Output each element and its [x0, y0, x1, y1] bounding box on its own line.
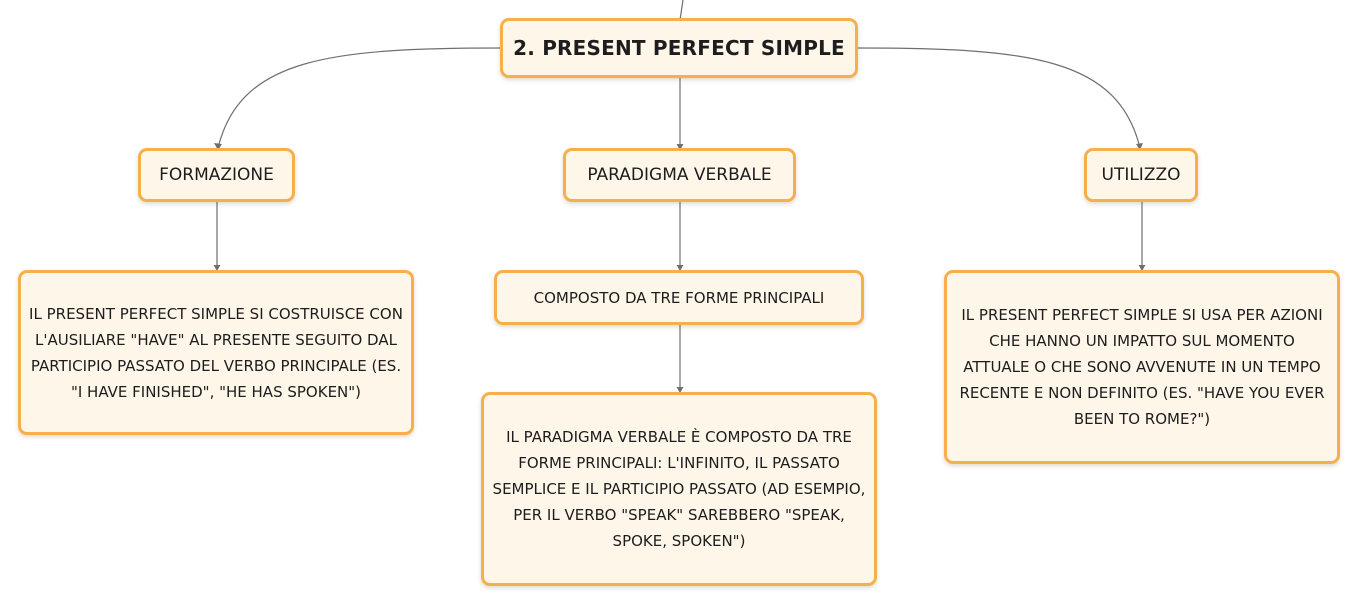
detail-node-formazione[interactable]: IL PRESENT PERFECT SIMPLE SI COSTRUISCE … [18, 270, 414, 435]
detail-text-paradigma: IL PARADIGMA VERBALE È COMPOSTO DA TRE F… [492, 428, 866, 550]
arrowhead-paradigma-sub [676, 265, 684, 271]
connector-root-utilizzo [857, 47, 1141, 149]
connector-incoming [679, 0, 684, 21]
arrowhead-formazione-detail [213, 265, 221, 271]
topic-node-utilizzo[interactable]: UTILIZZO [1084, 148, 1198, 202]
arrowhead-utilizzo-detail [1138, 265, 1146, 271]
detail-text-utilizzo: IL PRESENT PERFECT SIMPLE SI USA PER AZI… [959, 306, 1325, 428]
topic-label-paradigma-verbale: PARADIGMA VERBALE [587, 165, 772, 185]
detail-node-utilizzo[interactable]: IL PRESENT PERFECT SIMPLE SI USA PER AZI… [944, 270, 1340, 464]
detail-text-formazione: IL PRESENT PERFECT SIMPLE SI COSTRUISCE … [29, 304, 403, 401]
subtopic-node-composto[interactable]: COMPOSTO DA TRE FORME PRINCIPALI [494, 270, 864, 325]
connector-root-formazione [217, 47, 503, 149]
detail-node-paradigma[interactable]: IL PARADIGMA VERBALE È COMPOSTO DA TRE F… [481, 392, 877, 586]
arrowhead-paradigma [676, 144, 684, 150]
topic-node-paradigma-verbale[interactable]: PARADIGMA VERBALE [563, 148, 796, 202]
root-node[interactable]: 2. PRESENT PERFECT SIMPLE [500, 18, 858, 78]
arrowhead-formazione [214, 143, 222, 150]
topic-node-formazione[interactable]: FORMAZIONE [138, 148, 295, 202]
arrowhead-sub-detail [676, 387, 684, 393]
arrowhead-utilizzo [1136, 143, 1143, 150]
subtopic-label-composto: COMPOSTO DA TRE FORME PRINCIPALI [533, 288, 825, 307]
topic-label-utilizzo: UTILIZZO [1101, 165, 1181, 185]
root-node-label: 2. PRESENT PERFECT SIMPLE [513, 36, 845, 60]
topic-label-formazione: FORMAZIONE [159, 165, 274, 185]
